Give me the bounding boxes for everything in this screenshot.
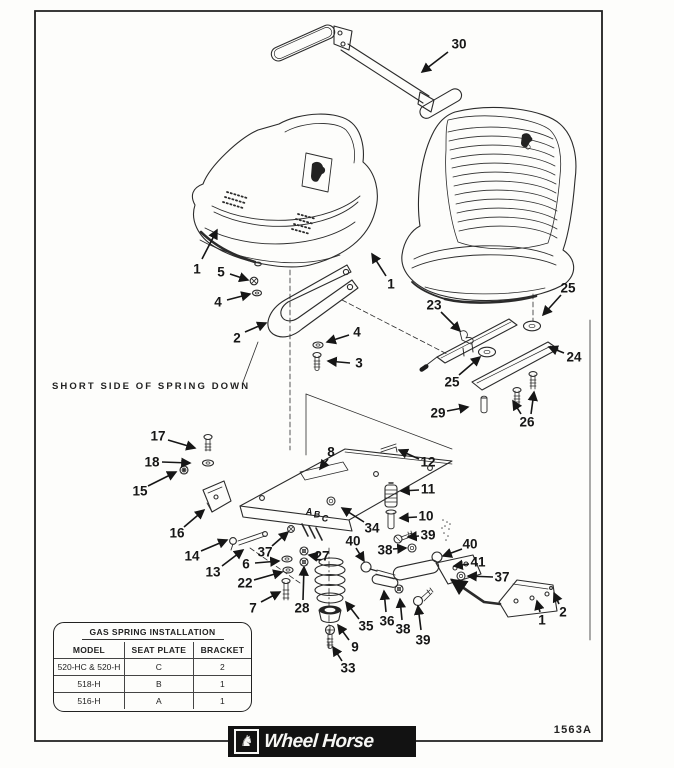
part-callout-9: 9: [351, 639, 359, 655]
seat-left: [192, 114, 377, 267]
part-callout-25: 25: [560, 280, 576, 296]
armrest-frame-30: [269, 23, 464, 121]
brand-logo-text: Wheel Horse: [263, 730, 375, 752]
spring-and-bumper-group: [282, 547, 345, 650]
table-cell: B: [124, 674, 194, 692]
table-cell: 2: [193, 657, 251, 675]
latch-bracket-16: [202, 480, 232, 513]
callout-arrows: [148, 52, 564, 661]
part-callout-34: 34: [364, 520, 380, 536]
part-callout-13: 13: [205, 564, 221, 580]
rod-13-bolt-14: [230, 532, 268, 550]
table-title-underline: [81, 639, 224, 640]
part-callout-18: 18: [144, 454, 160, 470]
part-callout-C: C: [321, 513, 329, 524]
pivot-bracket-2: [268, 265, 358, 337]
part-callout-1: 1: [193, 261, 201, 277]
part-callout-4: 4: [214, 294, 222, 310]
part-callout-37: 37: [494, 569, 510, 585]
seat-rails-group: [419, 318, 559, 413]
part-callout-24: 24: [566, 349, 582, 365]
hardware-17-18-15: [180, 435, 214, 475]
part-callout-B: B: [313, 509, 321, 520]
part-callout-5: 5: [217, 264, 225, 280]
part-callout-6: 6: [242, 556, 250, 572]
part-callout-22: 22: [237, 575, 253, 591]
table-cell: 520-HC & 520-H: [54, 657, 125, 675]
horse-logo-box: ♞: [234, 729, 259, 754]
part-callout-27: 27: [314, 548, 330, 564]
seat-right: [402, 108, 576, 303]
part-callout-17: 17: [150, 428, 166, 444]
part-callout-38: 38: [395, 621, 411, 637]
part-callout-39: 39: [420, 527, 436, 543]
part-callout-10: 10: [418, 508, 434, 524]
gas-spring-table: GAS SPRING INSTALLATION MODEL SEAT PLATE…: [53, 622, 252, 712]
horse-head-icon: ♞: [239, 733, 254, 750]
part-callout-14: 14: [184, 548, 200, 564]
part-callout-26: 26: [519, 414, 535, 430]
part-callout-4: 4: [353, 324, 361, 340]
part-callout-2: 2: [233, 330, 241, 346]
part-callout-3: 3: [355, 355, 363, 371]
part-callout-33: 33: [340, 660, 356, 676]
part-callout-16: 16: [169, 525, 185, 541]
part-callout-39: 39: [415, 632, 431, 648]
col-header-seat-plate: SEAT PLATE: [125, 642, 194, 658]
col-header-model: MODEL: [54, 642, 125, 658]
part-callout-1: 1: [387, 276, 395, 292]
part-callout-11: 11: [420, 481, 436, 497]
table-cell: 1: [193, 674, 251, 692]
table-cell: 518-H: [54, 674, 125, 692]
part-callout-37: 37: [257, 544, 273, 560]
cylinder-pin-clip-group: [381, 444, 397, 529]
table-cell: C: [124, 657, 194, 675]
part-callout-29: 29: [430, 405, 446, 421]
table-cell: 1: [193, 691, 251, 709]
part-callout-25: 25: [444, 374, 460, 390]
hardware-left-group: [250, 277, 323, 370]
part-callout-23: 23: [426, 297, 442, 313]
part-callout-7: 7: [249, 600, 257, 616]
figure-number: 1563A: [553, 724, 593, 736]
table-cell: 516-H: [54, 691, 125, 709]
part-callout-40: 40: [345, 533, 361, 549]
part-callout-40: 40: [462, 536, 478, 552]
table-title: GAS SPRING INSTALLATION: [89, 627, 216, 637]
part-callout-12: 12: [420, 454, 436, 470]
part-callout-15: 15: [132, 483, 148, 499]
part-callout-8: 8: [327, 444, 335, 460]
assembly-note: SHORT SIDE OF SPRING DOWN: [52, 381, 251, 392]
part-callout-35: 35: [358, 618, 374, 634]
part-callout-28: 28: [294, 600, 310, 616]
brand-logo: ♞ Wheel Horse: [228, 726, 416, 757]
part-callout-36: 36: [379, 613, 395, 629]
projection-lines: [243, 270, 590, 640]
part-callout-A: A: [305, 506, 313, 517]
part-callout-38: 38: [377, 542, 393, 558]
table-cell: A: [124, 691, 194, 709]
part-callout-1: 1: [538, 612, 546, 628]
part-callout-2: 2: [559, 604, 567, 620]
part-callout-30: 30: [451, 36, 467, 52]
col-header-bracket: BRACKET: [200, 645, 245, 656]
part-callout-41: 41: [470, 554, 486, 570]
